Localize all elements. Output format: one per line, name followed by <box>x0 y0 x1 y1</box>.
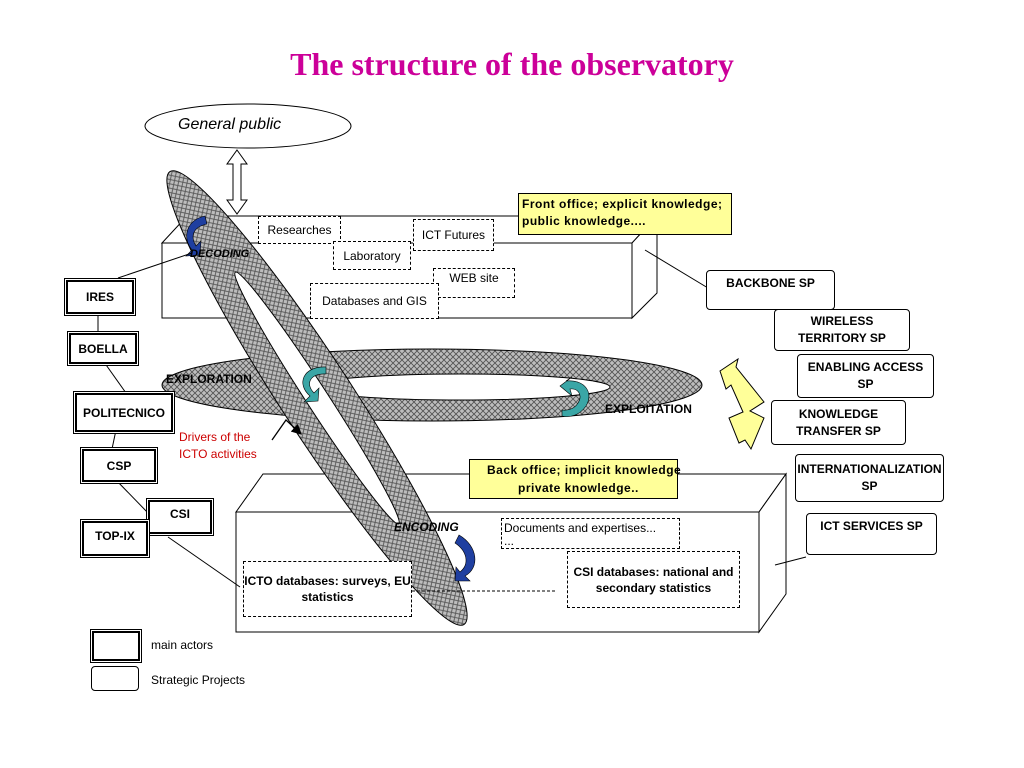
front-office-line2: public knowledge.... <box>522 214 647 228</box>
actor-politecnico: POLITECNICO <box>75 393 173 432</box>
databases-gis-box: Databases and GIS <box>310 283 439 319</box>
front-office-line1: Front office; explicit knowledge; <box>522 197 723 211</box>
exploration-curved-arrow-icon <box>302 366 327 403</box>
sp-backbone: BACKBONE SP <box>706 270 835 310</box>
actor-boella: BOELLA <box>69 333 137 364</box>
sp-enabling-line2: SP <box>857 377 874 391</box>
web-site-box: WEB site <box>433 268 515 298</box>
sp-ict-services: ICT SERVICES SP <box>806 513 937 555</box>
documents-box: Documents and expertises... ... <box>501 518 680 549</box>
legend-strategic-projects-swatch <box>91 666 139 691</box>
drivers-line1: Drivers of the <box>179 430 251 444</box>
sp-exchange-double-arrow-icon <box>719 357 765 451</box>
encoding-curved-arrow-icon <box>454 534 476 582</box>
actor-top-ix: TOP-IX <box>82 521 148 556</box>
sp-wireless-line1: WIRELESS <box>810 314 874 328</box>
back-office-line2: private knowledge.. <box>518 481 639 495</box>
public-double-arrow <box>226 149 248 215</box>
back-office-line1: Back office; implicit knowledge <box>487 463 682 477</box>
laboratory-box: Laboratory <box>333 241 411 270</box>
legend-strategic-projects-label: Strategic Projects <box>151 673 246 687</box>
front-office-note: Front office; explicit knowledge; public… <box>518 193 732 235</box>
exploitation-label: EXPLOITATION <box>605 402 692 416</box>
sp-knowledge-transfer: KNOWLEDGE TRANSFER SP <box>771 400 906 445</box>
connector-lines <box>97 249 807 592</box>
actor-csi: CSI <box>148 500 212 534</box>
sp-enabling-line1: ENABLING ACCESS <box>807 360 924 374</box>
sp-intl-line1: INTERNATIONALIZATION <box>797 462 942 476</box>
exploitation-curved-arrow-icon <box>559 376 590 417</box>
csi-databases-line2: secondary statistics <box>595 580 712 595</box>
documents-label: Documents and expertises... <box>504 521 657 535</box>
icto-databases-line2: statistics <box>301 590 354 604</box>
sp-intl-line2: SP <box>861 479 878 493</box>
encoding-label: ENCODING <box>394 520 459 534</box>
documents-cont-label: ... <box>504 534 515 548</box>
ict-futures-box: ICT Futures <box>413 219 494 251</box>
csi-databases-box: CSI databases: national and secondary st… <box>567 551 740 608</box>
decoding-label: DECODING <box>190 248 250 260</box>
general-public-label: General public <box>178 116 282 133</box>
legend-main-actors-label: main actors <box>151 638 214 652</box>
page-title: The structure of the observatory <box>290 46 734 82</box>
drivers-arrow-icon <box>271 419 302 441</box>
decoding-curved-arrow-icon <box>185 215 208 257</box>
icto-databases-box: ICTO databases: surveys, EU statistics <box>243 561 412 617</box>
back-office-note: Back office; implicit knowledge private … <box>469 459 682 499</box>
csi-databases-line1: CSI databases: national and <box>573 564 734 579</box>
drivers-line2: ICTO activities <box>179 447 257 461</box>
sp-enabling-access: ENABLING ACCESS SP <box>797 354 934 398</box>
sp-knowledge-line2: TRANSFER SP <box>796 423 881 438</box>
sp-internationalization: INTERNATIONALIZATION SP <box>795 454 944 502</box>
researches-box: Researches <box>258 216 341 244</box>
actor-csp: CSP <box>82 449 156 482</box>
legend-main-actors-swatch <box>92 631 140 661</box>
actor-ires: IRES <box>66 280 134 314</box>
icto-databases-line1: ICTO databases: surveys, EU <box>244 574 411 588</box>
sp-wireless-territory: WIRELESS TERRITORY SP <box>774 309 910 351</box>
exploration-label: EXPLORATION <box>166 372 252 386</box>
drivers-label: Drivers of the ICTO activities <box>179 429 257 463</box>
sp-wireless-line2: TERRITORY SP <box>798 331 886 345</box>
general-public-ellipse <box>144 103 352 149</box>
sp-knowledge-line1: KNOWLEDGE <box>798 406 879 421</box>
